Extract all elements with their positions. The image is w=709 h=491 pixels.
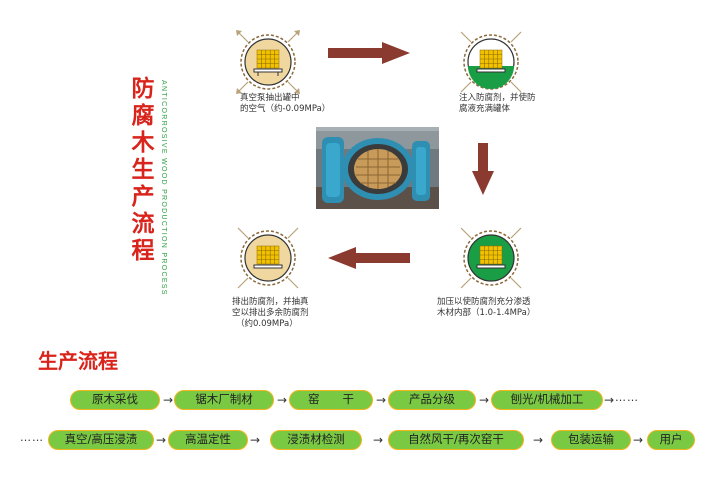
flow-step: 包装运输 xyxy=(551,430,631,450)
step-caption: 排出防腐剂，并抽真 空以排出多余防腐剂 （约0.09MPa） xyxy=(232,297,309,329)
flow-arrow: → xyxy=(479,393,490,407)
arrow-right-icon xyxy=(328,42,410,64)
vacuum-chamber-icon xyxy=(228,22,308,102)
section-title: 生产流程 xyxy=(38,349,118,373)
drain-chamber-icon xyxy=(228,218,308,298)
flow-arrow: → xyxy=(250,433,261,447)
title-char: 程 xyxy=(131,238,155,264)
title-char: 木 xyxy=(131,130,155,156)
flow-continuation: …… xyxy=(615,391,639,404)
arrow-left-icon xyxy=(328,247,410,269)
title-char: 流 xyxy=(131,211,155,237)
page-title: 防 腐 木 生 产 流 程 xyxy=(128,76,158,265)
arrow-down-icon xyxy=(472,143,494,195)
flow-arrow: → xyxy=(156,433,167,447)
title-char: 腐 xyxy=(131,103,155,129)
flow-step: 原木采伐 xyxy=(70,390,160,410)
page-subtitle: ANTICORROSIVE WOOD PRODUCTION PROCESS xyxy=(160,80,167,296)
flow-step: 锯木厂制材 xyxy=(174,390,274,410)
flow-arrow: → xyxy=(373,433,384,447)
flow-arrow: → xyxy=(533,433,544,447)
flow-arrow: → xyxy=(633,433,644,447)
flow-step: 产品分级 xyxy=(388,390,476,410)
inject-chamber-icon xyxy=(451,22,531,102)
flow-step: 浸渍材检测 xyxy=(270,430,362,450)
flow-arrow: → xyxy=(604,393,615,407)
flow-step: 高温定性 xyxy=(168,430,248,450)
step-caption: 真空泵抽出罐中 的空气（约-0.09MPa） xyxy=(240,93,331,114)
flow-step: 自然风干/再次窑干 xyxy=(388,430,524,450)
flow-step: 窑 干 xyxy=(289,390,373,410)
flow-step: 用户 xyxy=(647,430,695,450)
treatment-tank-photo xyxy=(316,127,439,209)
flow-step: 真空/高压浸渍 xyxy=(48,430,154,450)
title-char: 产 xyxy=(131,184,155,210)
flow-step: 刨光/机械加工 xyxy=(491,390,603,410)
flow-arrow: → xyxy=(376,393,387,407)
step-caption: 注入防腐剂，并使防 腐液充满罐体 xyxy=(459,93,536,114)
flow-arrow: → xyxy=(277,393,288,407)
step-caption: 加压以使防腐剂充分渗透 木材内部（1.0-1.4MPa） xyxy=(437,297,536,318)
pressure-chamber-icon xyxy=(451,218,531,298)
title-char: 生 xyxy=(131,157,155,183)
flow-continuation: …… xyxy=(20,431,44,444)
flow-arrow: → xyxy=(163,393,174,407)
title-char: 防 xyxy=(131,76,155,102)
